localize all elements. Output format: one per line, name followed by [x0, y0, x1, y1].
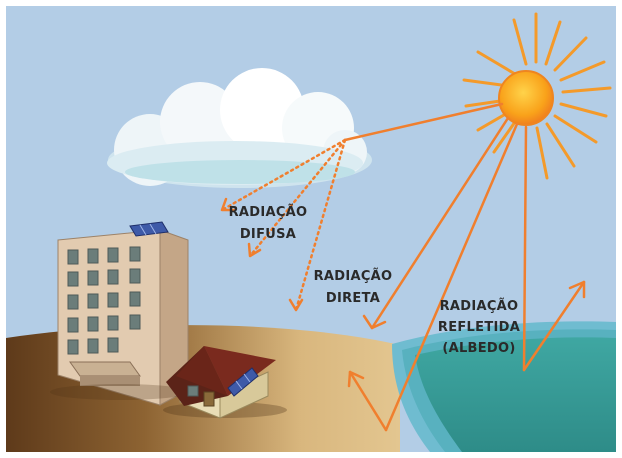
sun-rays	[462, 12, 612, 180]
house	[163, 346, 287, 419]
label-reflected-line2: REFLETIDA	[438, 320, 520, 335]
solar-panel-roof-house	[227, 367, 259, 397]
label-reflected: RADIAÇÃO REFLETIDA (ALBEDO)	[438, 298, 520, 356]
label-diffuse-line2: DIFUSA	[240, 227, 296, 242]
label-direct-line1: RADIAÇÃO	[314, 268, 393, 284]
label-diffuse-line1: RADIAÇÃO	[229, 204, 308, 220]
solar-panel-roof-tall	[129, 221, 169, 237]
tall-building	[50, 221, 190, 406]
label-direct: RADIAÇÃO DIRETA	[314, 268, 393, 306]
building-windows	[67, 246, 141, 355]
label-direct-line2: DIRETA	[326, 291, 380, 306]
label-reflected-line3: (ALBEDO)	[442, 341, 515, 356]
diffuse-radiation-rays	[220, 138, 347, 312]
direct-radiation-rays	[343, 102, 586, 432]
sun	[498, 70, 554, 126]
diffuse-arrowheads	[220, 197, 304, 312]
label-reflected-line1: RADIAÇÃO	[440, 298, 519, 314]
sea	[415, 337, 616, 452]
cloud	[107, 68, 372, 188]
label-diffuse: RADIAÇÃO DIFUSA	[229, 204, 308, 242]
